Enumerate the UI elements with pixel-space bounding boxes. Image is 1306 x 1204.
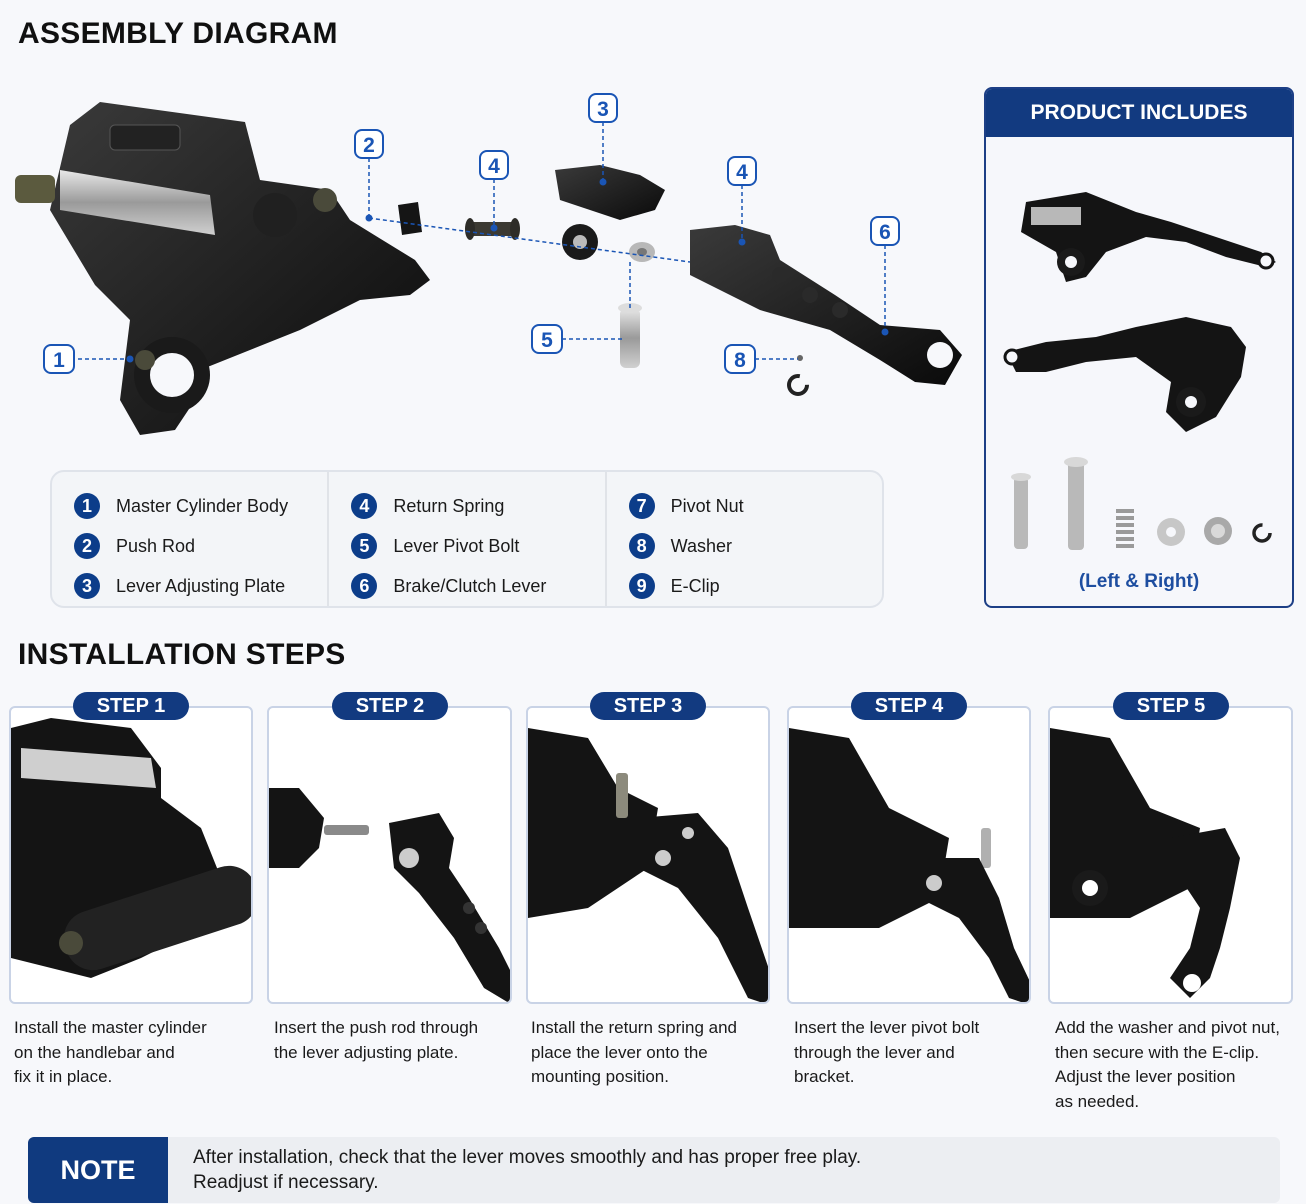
legend-item: 6 Brake/Clutch Lever xyxy=(351,566,604,606)
legend-item: 5 Lever Pivot Bolt xyxy=(351,526,604,566)
step-5-badge: STEP 5 xyxy=(1113,692,1229,720)
legend-item: 2 Push Rod xyxy=(74,526,327,566)
legend-label: Master Cylinder Body xyxy=(116,495,289,516)
assembly-diagram: 1 2 3 4 4 5 6 8 xyxy=(15,93,962,435)
callout-3: 3 xyxy=(588,93,618,123)
step-4-badge: STEP 4 xyxy=(851,692,967,720)
product-includes-panel: PRODUCT INCLUDES (Left & Right) xyxy=(984,87,1294,608)
legend-item: 9 E-Clip xyxy=(628,566,882,606)
step-3-text: Install the return spring and place the … xyxy=(531,1018,738,1086)
note-banner: NOTE After installation, check that the … xyxy=(28,1137,1280,1203)
legend-column: 4 Return Spring 5 Lever Pivot Bolt 6 Brake/… xyxy=(329,472,607,606)
legend-item: 1 Master Cylinder Body xyxy=(74,486,327,526)
parts-legend: 1 Master Cylinder Body 2 Push Rod 3 Lever A… xyxy=(50,470,884,608)
legend-number: 6 xyxy=(351,573,378,599)
step-2-image xyxy=(267,706,512,1004)
legend-item: 4 Return Spring xyxy=(351,486,604,526)
product-includes-note: (Left & Right) xyxy=(1078,571,1200,592)
legend-label: Lever Adjusting Plate xyxy=(116,575,286,596)
step-1-badge: STEP 1 xyxy=(73,692,189,720)
svg-text:6: 6 xyxy=(879,221,891,244)
legend-item: 3 Lever Adjusting Plate xyxy=(74,566,327,606)
step-2-badge: STEP 2 xyxy=(332,692,448,720)
legend-label: Return Spring xyxy=(393,495,505,516)
legend-label: Lever Pivot Bolt xyxy=(393,535,520,556)
step-1-image xyxy=(9,706,253,1004)
callout-1: 1 xyxy=(43,344,75,374)
callout-6: 6 xyxy=(870,216,900,246)
svg-text:5: 5 xyxy=(541,329,553,352)
svg-text:4: 4 xyxy=(736,161,748,184)
step-3-image xyxy=(526,706,770,1004)
legend-number: 3 xyxy=(74,573,100,599)
svg-text:3: 3 xyxy=(597,98,609,121)
legend-number: 7 xyxy=(628,493,655,519)
step-4-image xyxy=(787,706,1031,1004)
legend-label: E-Clip xyxy=(670,575,720,596)
legend-label: Pivot Nut xyxy=(670,495,744,516)
note-text: After installation, check that the lever… xyxy=(193,1147,862,1193)
step-4-text: Insert the lever pivot bolt through the … xyxy=(794,1018,980,1086)
step-2-text: Insert the push rod through the lever ad… xyxy=(274,1018,479,1062)
legend-number: 2 xyxy=(74,533,100,559)
master-cylinder-part xyxy=(15,102,430,435)
svg-text:1: 1 xyxy=(53,349,65,372)
note-tag: NOTE xyxy=(28,1137,168,1203)
legend-number: 4 xyxy=(351,493,378,519)
step-5-image xyxy=(1048,706,1293,1004)
legend-number: 9 xyxy=(628,573,655,599)
assembly-title: ASSEMBLY DIAGRAM xyxy=(18,17,338,50)
product-includes-title: PRODUCT INCLUDES xyxy=(986,89,1292,137)
legend-label: Washer xyxy=(670,535,733,556)
step-5-text: Add the washer and pivot nut, then secur… xyxy=(1055,1018,1280,1111)
step-3-badge: STEP 3 xyxy=(590,692,706,720)
product-includes-image xyxy=(1003,192,1276,550)
legend-column: 1 Master Cylinder Body 2 Push Rod 3 Lever A… xyxy=(52,472,330,606)
callout-8: 8 xyxy=(724,344,756,374)
callout-5: 5 xyxy=(531,324,563,354)
legend-item: 7 Pivot Nut xyxy=(628,486,882,526)
step-1-text: Install the master cylinder on the handl… xyxy=(14,1018,207,1086)
legend-label: Brake/Clutch Lever xyxy=(393,575,547,596)
callout-2: 2 xyxy=(354,129,384,159)
svg-text:2: 2 xyxy=(363,134,375,157)
legend-column: 7 Pivot Nut 8 Washer 9 E-Clip xyxy=(607,472,882,606)
legend-number: 5 xyxy=(351,533,378,559)
svg-text:8: 8 xyxy=(734,349,746,372)
installation-title: INSTALLATION STEPS xyxy=(18,638,346,671)
legend-label: Push Rod xyxy=(116,535,196,556)
legend-number: 1 xyxy=(74,493,100,519)
legend-item: 8 Washer xyxy=(628,526,882,566)
legend-number: 8 xyxy=(628,533,655,559)
callout-4a: 4 xyxy=(479,150,509,180)
callout-4b: 4 xyxy=(727,156,757,186)
svg-text:4: 4 xyxy=(488,155,500,178)
